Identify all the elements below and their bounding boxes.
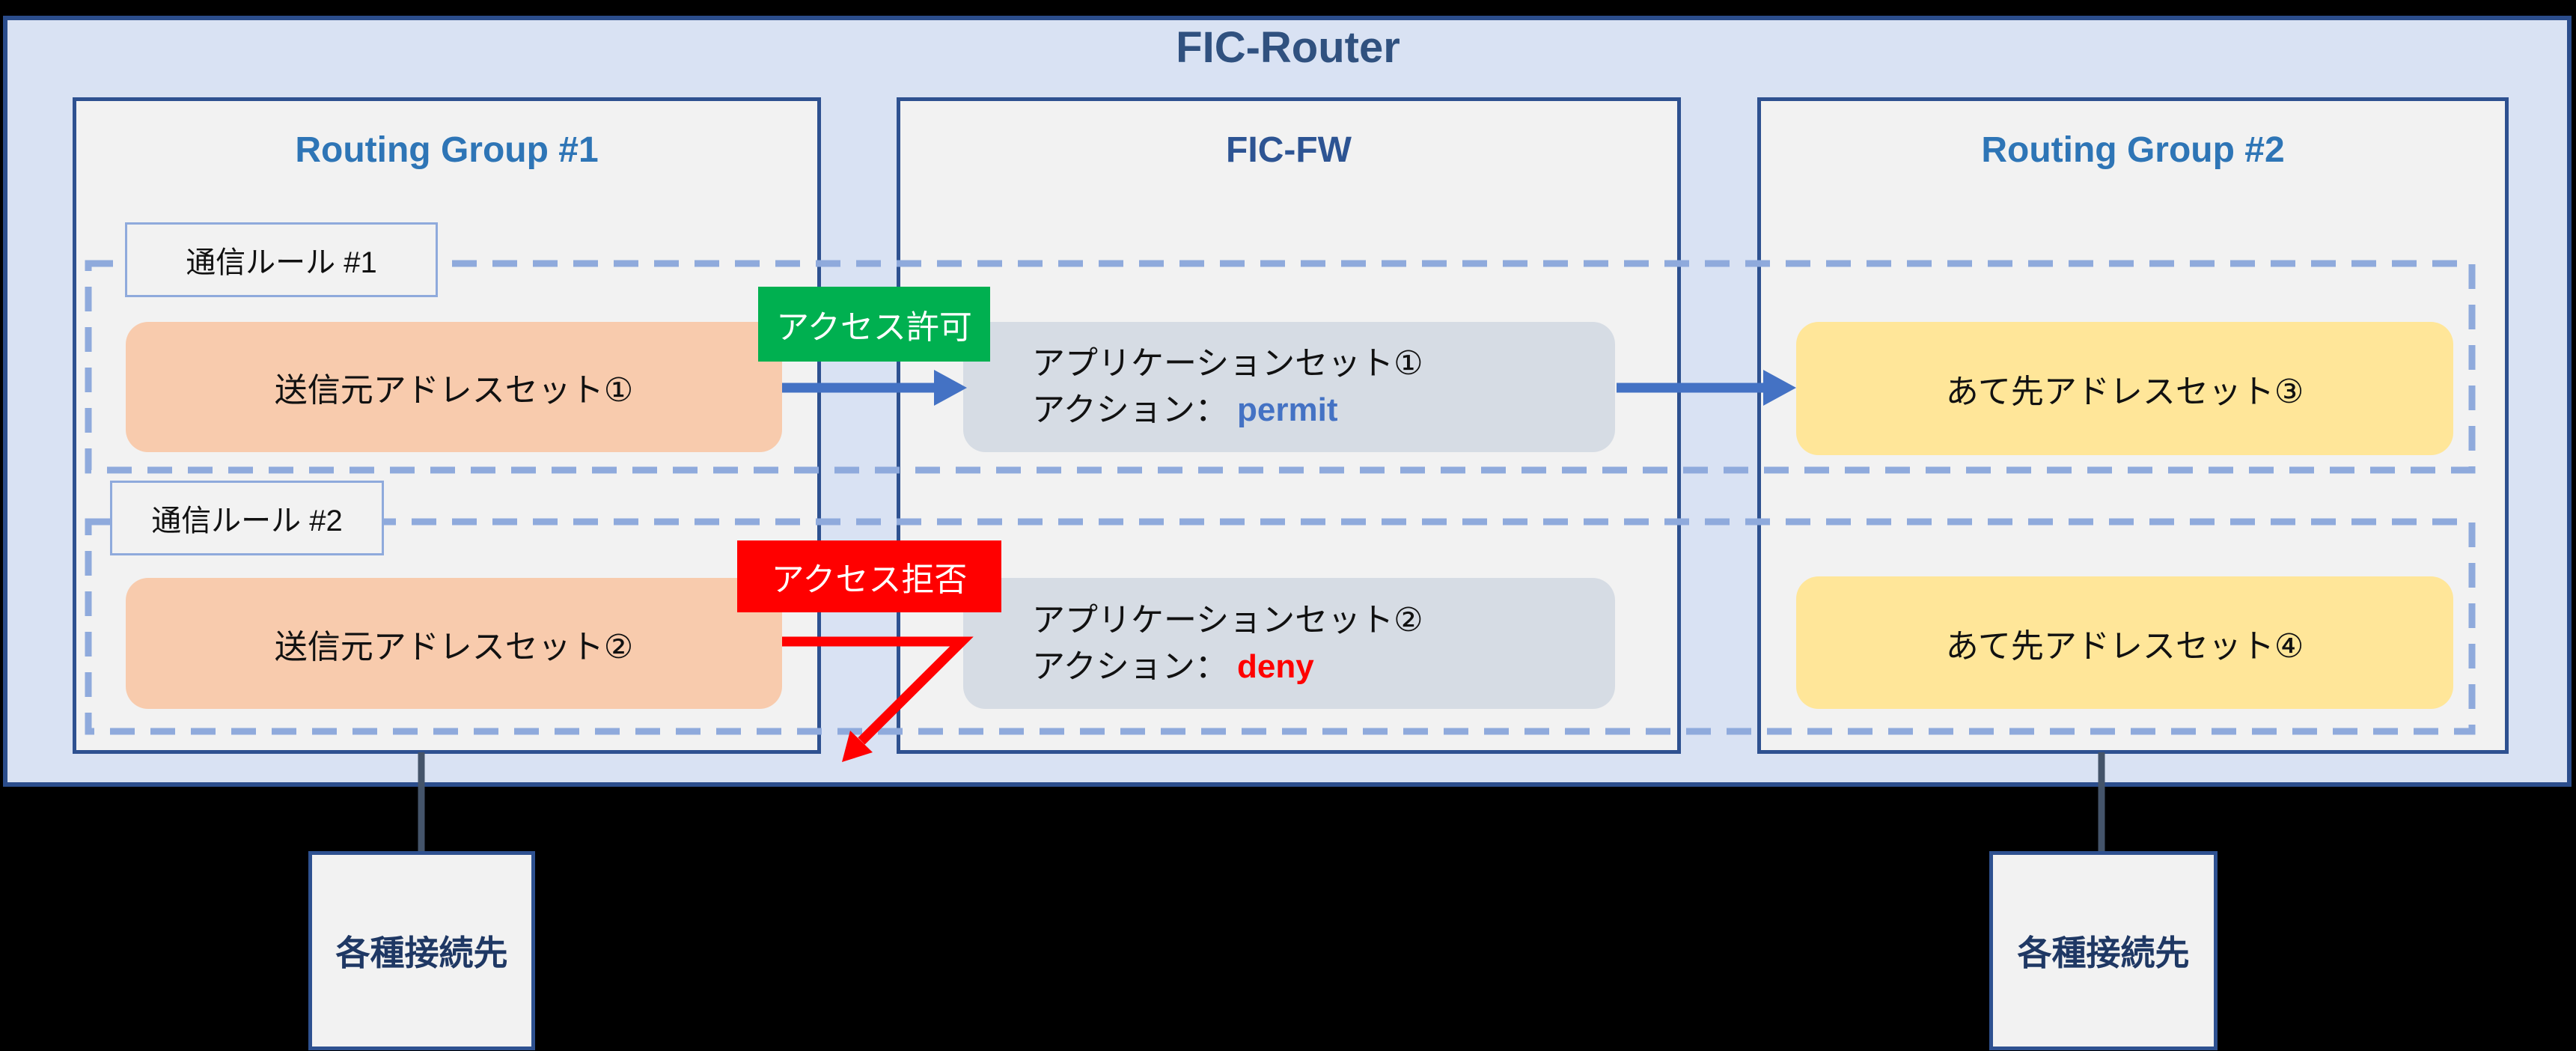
dest-address-set-4: あて先アドレスセット④ — [1796, 576, 2453, 709]
application-set-2-name: アプリケーションセット② — [1032, 601, 1423, 639]
external-destinations-right-text: 各種接続先 — [2017, 933, 2190, 972]
action-value-permit: permit — [1237, 392, 1338, 428]
external-destinations-left-text: 各種接続先 — [335, 933, 508, 972]
external-destinations-right: 各種接続先 — [1989, 851, 2218, 1050]
rule-1-label: 通信ルール #1 — [125, 222, 438, 297]
fic-router-title: FIC-Router — [1176, 23, 1400, 72]
rule-2-label-text: 通信ルール #2 — [151, 505, 343, 537]
routing-group-2-title: Routing Group #2 — [1981, 130, 2285, 170]
application-set-1-action-line: アクション： permit — [1032, 387, 1423, 433]
application-set-2-action-line: アクション： deny — [1032, 644, 1423, 690]
application-set-1-lines: アプリケーションセット① アクション： permit — [1032, 341, 1423, 433]
dest-address-set-4-text: あて先アドレスセット④ — [1945, 627, 2304, 665]
access-allowed-badge: アクセス許可 — [758, 287, 990, 362]
rule-2-label: 通信ルール #2 — [110, 481, 384, 555]
action-value-deny: deny — [1237, 648, 1314, 685]
source-address-set-2-text: 送信元アドレスセット② — [274, 628, 634, 665]
access-denied-badge: アクセス拒否 — [737, 540, 1001, 612]
application-set-1-name: アプリケーションセット① — [1032, 345, 1423, 382]
fic-fw-title: FIC-FW — [1226, 130, 1352, 170]
action-label: アクション： — [1032, 648, 1228, 685]
access-allowed-badge-text: アクセス許可 — [776, 309, 972, 346]
source-address-set-2: 送信元アドレスセット② — [126, 578, 782, 709]
routing-group-1-title: Routing Group #1 — [295, 130, 599, 170]
dest-address-set-3-text: あて先アドレスセット③ — [1945, 374, 2304, 410]
dest-address-set-3: あて先アドレスセット③ — [1796, 322, 2453, 455]
action-label: アクション： — [1032, 392, 1228, 428]
source-address-set-1-text: 送信元アドレスセット① — [274, 372, 634, 409]
access-denied-badge-text: アクセス拒否 — [771, 561, 968, 598]
rule-1-label-text: 通信ルール #1 — [186, 246, 377, 279]
source-address-set-1: 送信元アドレスセット① — [126, 322, 782, 452]
application-set-2-lines: アプリケーションセット② アクション： deny — [1032, 597, 1423, 690]
external-destinations-left: 各種接続先 — [308, 851, 535, 1050]
application-set-2: アプリケーションセット② アクション： deny — [963, 578, 1615, 709]
application-set-1: アプリケーションセット① アクション： permit — [963, 322, 1615, 452]
